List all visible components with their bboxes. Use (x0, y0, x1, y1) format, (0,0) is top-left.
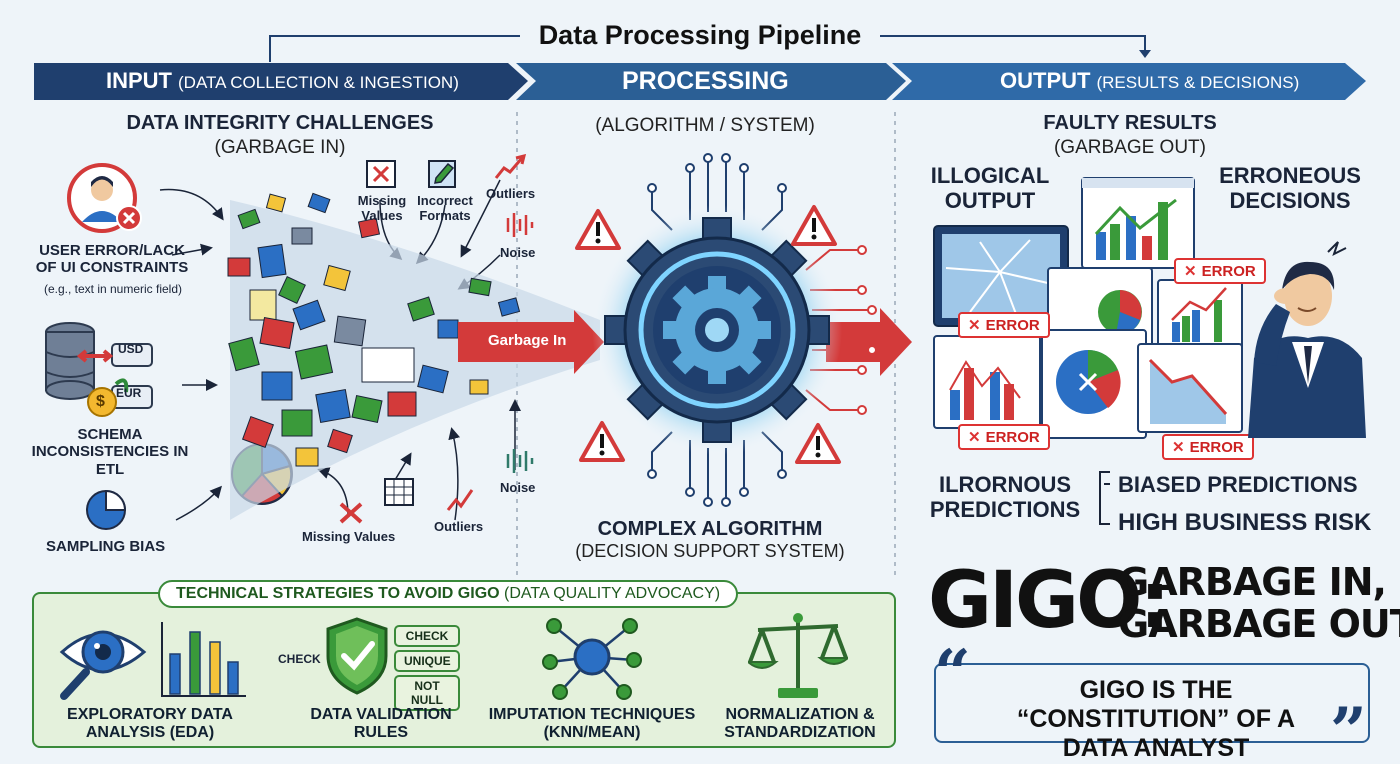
noise-bottom-icon (506, 449, 534, 473)
incorrect-format-icon (428, 160, 456, 188)
gigo-big: GIGO: (928, 556, 1171, 646)
strategy-imputation-label: IMPUTATION TECHNIQUES (KNN/MEAN) (488, 706, 696, 742)
processing-subheading: (ALGORITHM / SYSTEM) (595, 115, 815, 136)
database-icon (45, 322, 153, 417)
check-side-label: CHECK (278, 652, 321, 666)
currency-usd: USD (118, 342, 144, 356)
imputation-network-icon (542, 618, 642, 700)
integrity-heading: DATA INTEGRITY CHALLENGES (126, 112, 434, 134)
user-error-icon (67, 163, 142, 233)
sampling-pie-icon (86, 489, 127, 530)
noise-bottom-label: Noise (500, 480, 536, 495)
strategy-normalization-label: NORMALIZATION & STANDARDIZATION (724, 706, 876, 742)
band-output: OUTPUT (RESULTS & DECISIONS) (1000, 62, 1299, 100)
error-badge-3: ✕ERROR (958, 424, 1050, 450)
warning-icon-3 (579, 421, 625, 462)
error-x-icon: ✕ (968, 317, 981, 334)
band-output-main: OUTPUT (1000, 68, 1091, 93)
outliers-top-label: Outliers (486, 186, 536, 201)
band-input: INPUT (DATA COLLECTION & INGESTION) (106, 62, 459, 100)
validation-shield-icon (326, 617, 388, 695)
strategies-title-sub: (DATA QUALITY ADVOCACY) (504, 585, 721, 602)
quote-box (934, 663, 1370, 743)
eda-magnifier-icon (59, 622, 246, 700)
outliers-bottom-label: Outliers (434, 519, 484, 534)
warning-icon-1 (575, 209, 621, 250)
garbage-in-label: Garbage In (488, 332, 567, 349)
strategies-title: TECHNICAL STRATEGIES TO AVOID GIGO (176, 585, 500, 602)
missing-values-bottom-label: Missing Values (302, 529, 396, 544)
band-processing: PROCESSING (622, 62, 789, 100)
pill-not-null: NOT NULL (394, 675, 460, 711)
pill-check: CHECK (394, 625, 460, 647)
algorithm-title: COMPLEX ALGORITHM (597, 518, 823, 540)
schema-label: SCHEMA INCONSISTENCIES IN ETL (31, 426, 189, 478)
pipeline-title: Data Processing Pipeline (538, 20, 862, 50)
error-badge-1-label: ERROR (985, 317, 1040, 334)
noise-top-label: Noise (500, 245, 536, 260)
error-badge-2: ✕ERROR (1174, 258, 1266, 284)
incorrect-formats-label: Incorrect Formats (417, 193, 473, 223)
gigo-line2: GARBAGE OUT (1118, 602, 1400, 646)
error-x-icon: ✕ (1172, 439, 1185, 456)
user-error-label: USER ERROR/LACK OF UI CONSTRAINTS (35, 242, 189, 277)
table-grid-icon (384, 478, 414, 506)
stressed-businessman-icon (1248, 241, 1366, 438)
noise-top-icon (506, 213, 534, 237)
outliers-top-icon (494, 154, 527, 179)
band-input-main: INPUT (106, 68, 172, 93)
error-badge-3-label: ERROR (985, 429, 1040, 446)
algorithm-subtitle: (DECISION SUPPORT SYSTEM) (575, 541, 845, 561)
error-badge-4: ✕ERROR (1162, 434, 1254, 460)
close-quote-icon: ” (1330, 694, 1367, 764)
warning-icon-4 (795, 423, 841, 464)
error-x-icon: ✕ (968, 429, 981, 446)
dollar-glyph: $ (96, 393, 105, 410)
missing-values-top-label: Missing Values (357, 193, 407, 223)
band-processing-main: PROCESSING (622, 67, 789, 95)
currency-eur: EUR (116, 386, 142, 400)
integrity-subheading: (GARBAGE IN) (214, 137, 346, 158)
faulty-heading: FAULTY RESULTS (1043, 112, 1217, 134)
user-error-example: (e.g., text in numeric field) (43, 282, 183, 296)
band-input-sub: (DATA COLLECTION & INGESTION) (178, 73, 459, 92)
missing-x-icon (366, 160, 396, 188)
missing-x-bottom-icon (339, 502, 363, 524)
outliers-bottom-icon (446, 489, 474, 511)
erroneous-decisions-label: ERRONEOUS DECISIONS (1219, 163, 1361, 214)
error-x-icon: ✕ (1184, 263, 1197, 280)
strategies-title-pill: TECHNICAL STRATEGIES TO AVOID GIGO (DATA… (158, 580, 739, 608)
faulty-dashboards (933, 177, 1243, 439)
faulty-subheading: (GARBAGE OUT) (1053, 137, 1206, 158)
pill-unique: UNIQUE (394, 650, 460, 672)
ilrornous-predictions-label: ILRORNOUS PREDICTIONS (929, 472, 1081, 523)
band-output-sub: (RESULTS & DECISIONS) (1096, 73, 1300, 92)
normalization-scales-icon (748, 613, 848, 698)
high-business-risk-label: HIGH BUSINESS RISK (1118, 509, 1372, 536)
gigo-quote: GIGO IS THE “CONSTITUTION” OF A DATA ANA… (1016, 676, 1296, 762)
strategy-eda-label: EXPLORATORY DATA ANALYSIS (EDA) (67, 706, 233, 742)
sampling-label: SAMPLING BIAS (46, 538, 166, 555)
error-badge-2-label: ERROR (1201, 263, 1256, 280)
error-badge-1: ✕ERROR (958, 312, 1050, 338)
error-badge-4-label: ERROR (1189, 439, 1244, 456)
open-quote-icon: “ (934, 636, 971, 711)
strategy-validation-label: DATA VALIDATION RULES (310, 706, 452, 742)
bracket-lines (1099, 471, 1110, 525)
gigo-line1: GARBAGE IN, (1118, 560, 1387, 604)
biased-predictions-label: BIASED PREDICTIONS (1118, 472, 1358, 497)
gear-algorithm-icon (592, 153, 877, 507)
illogical-output-label: ILLOGICAL OUTPUT (930, 163, 1050, 214)
warning-icon-2 (791, 205, 837, 246)
